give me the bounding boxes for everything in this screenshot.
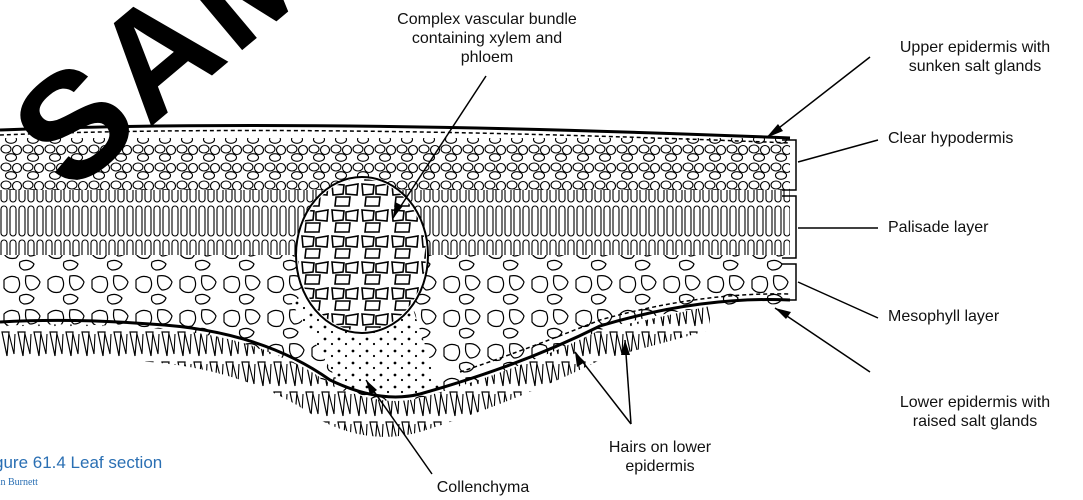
- label-upper-epidermis: Upper epidermis with sunken salt glands: [868, 38, 1082, 76]
- label-lower-epidermis: Lower epidermis with raised salt glands: [868, 393, 1082, 431]
- label-hairs-lower-epidermis: Hairs on lower epidermis: [580, 438, 740, 476]
- label-clear-hypodermis: Clear hypodermis: [888, 129, 1078, 148]
- figure-caption: gure 61.4 Leaf section: [0, 453, 162, 473]
- label-palisade-layer: Palisade layer: [888, 218, 1078, 237]
- hypodermis-cells: [0, 138, 790, 190]
- figure-credit: an Burnett: [0, 477, 38, 488]
- label-collenchyma: Collenchyma: [418, 478, 548, 497]
- label-vascular-bundle: Complex vascular bundle containing xylem…: [372, 10, 602, 67]
- label-mesophyll-layer: Mesophyll layer: [888, 307, 1078, 326]
